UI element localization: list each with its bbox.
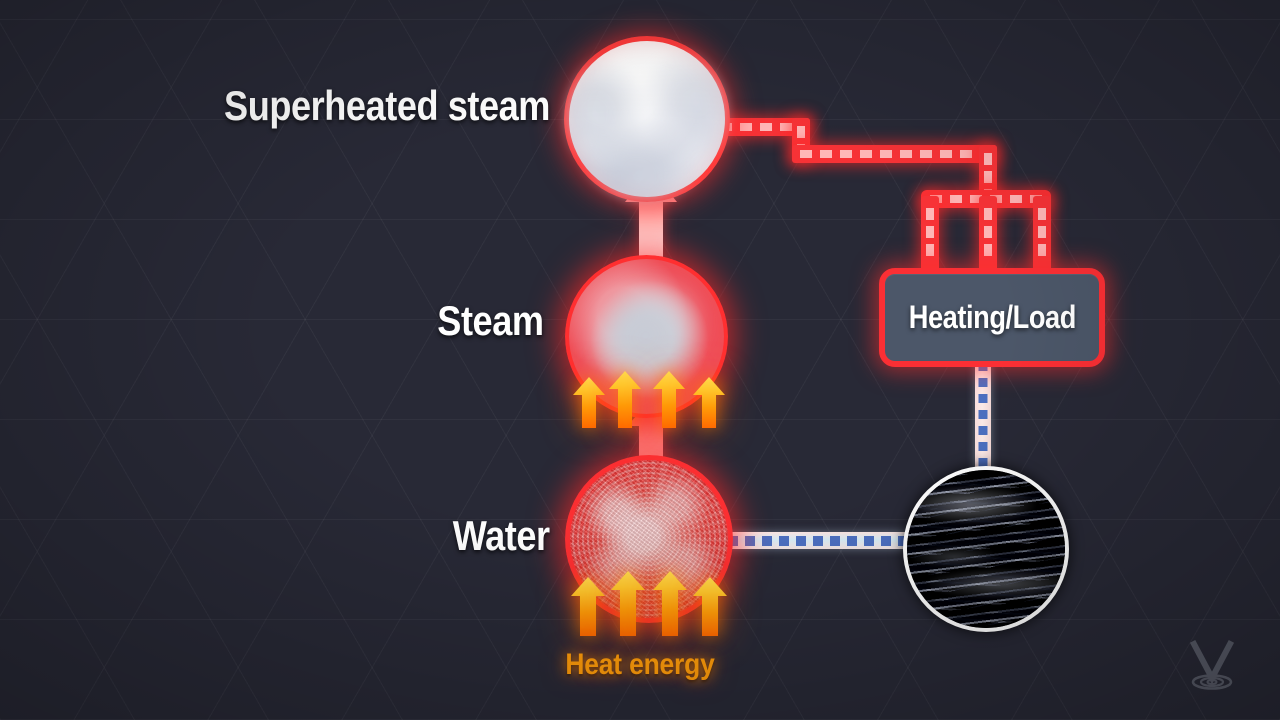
pipe-dash <box>800 150 812 158</box>
label-superheated-steam: Superheated steam <box>224 82 550 130</box>
pipe-dash <box>900 150 912 158</box>
pipe-dash <box>984 153 992 165</box>
pipe-dash <box>978 410 988 419</box>
flame-arrow-water-2 <box>611 571 645 636</box>
pipe-dash <box>797 126 805 138</box>
pipe-dash <box>978 378 988 387</box>
label-steam: Steam <box>438 297 545 345</box>
pipe-dash <box>779 535 789 546</box>
heating-load-label: Heating/Load <box>908 299 1076 336</box>
pipe-dash <box>984 226 992 238</box>
pipe-dash <box>920 150 932 158</box>
superheated-steam-node[interactable] <box>564 36 730 202</box>
pipe-dash <box>881 535 891 546</box>
label-heat-energy: Heat energy <box>77 648 1203 682</box>
pipe-dash <box>1038 244 1046 256</box>
flame-arrow-water-1 <box>571 577 605 636</box>
steam-manifold-drop-left <box>921 196 939 272</box>
pipe-dash <box>745 535 755 546</box>
label-water: Water <box>453 512 550 560</box>
flame-arrow-water-4 <box>693 577 727 636</box>
pipe-dash <box>950 195 962 203</box>
pipe-dash <box>1038 226 1046 238</box>
pipe-dash <box>926 208 934 220</box>
pipe-dash <box>864 535 874 546</box>
pipe-dash <box>970 195 982 203</box>
water-surface-highlights <box>907 470 1065 628</box>
pipe-dash <box>830 535 840 546</box>
flame-arrow-steam-2 <box>609 371 641 428</box>
flame-arrow-steam-3 <box>653 371 685 428</box>
pipe-dash <box>847 535 857 546</box>
pipe-dash <box>820 150 832 158</box>
pipe-dash <box>1010 195 1022 203</box>
pipe-dash <box>984 171 992 183</box>
steam-manifold-drop-center <box>979 196 997 272</box>
pipe-dash <box>796 535 806 546</box>
pipe-dash <box>984 208 992 220</box>
pipe-dash <box>860 150 872 158</box>
flame-arrow-water-3 <box>653 571 687 636</box>
water-source-photo-node[interactable] <box>903 466 1069 632</box>
pipe-dash <box>880 150 892 158</box>
pipe-dash <box>740 123 752 131</box>
v-ripple-logo-icon <box>1189 639 1235 690</box>
return-pipe-horizontal <box>722 532 922 549</box>
pipe-dash <box>760 123 772 131</box>
pipe-dash <box>1038 208 1046 220</box>
pipe-dash <box>978 442 988 451</box>
pipe-dash <box>926 244 934 256</box>
flame-arrow-steam-1 <box>573 377 605 428</box>
pipe-dash <box>960 150 972 158</box>
pipe-dash <box>780 123 792 131</box>
pipe-dash <box>728 535 738 546</box>
heating-load-box[interactable]: Heating/Load <box>879 268 1105 367</box>
pipe-dash <box>926 226 934 238</box>
water-surface-photo <box>907 470 1065 628</box>
pipe-dash <box>978 426 988 435</box>
pipe-dash <box>762 535 772 546</box>
flame-arrow-steam-4 <box>693 377 725 428</box>
pipe-dash <box>978 394 988 403</box>
pipe-dash <box>813 535 823 546</box>
pipe-dash <box>978 458 988 467</box>
steam-manifold-drop-right <box>1033 196 1051 272</box>
pipe-dash <box>940 150 952 158</box>
pipe-dash <box>840 150 852 158</box>
pipe-dash <box>984 244 992 256</box>
